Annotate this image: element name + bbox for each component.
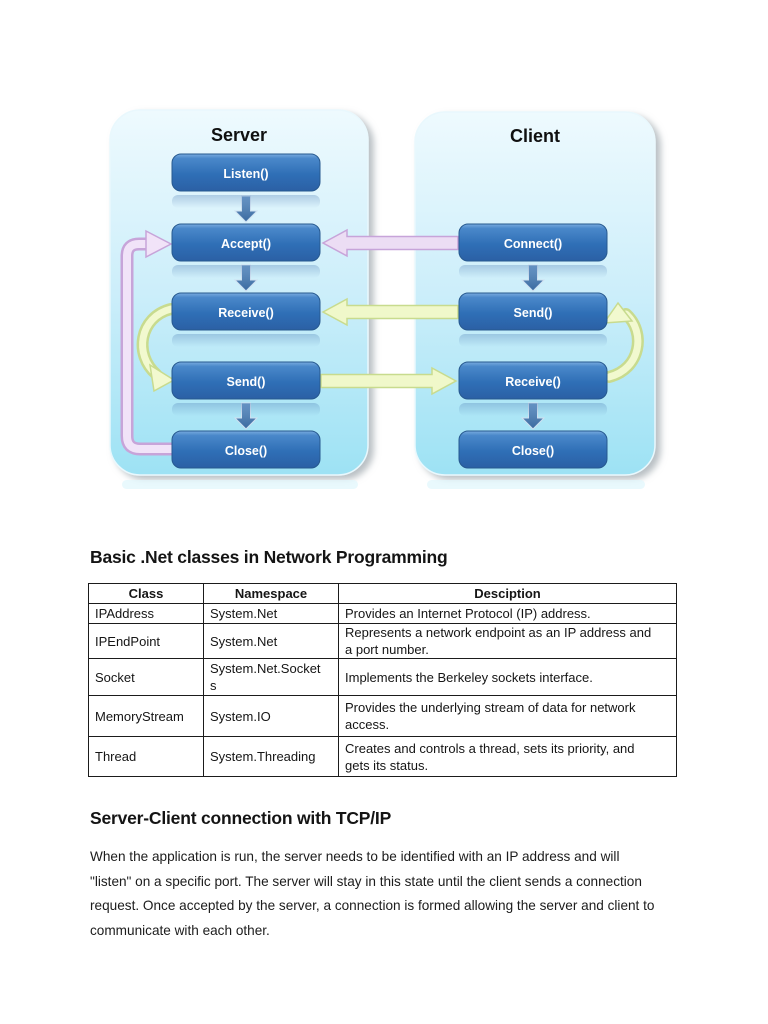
client-step-receive: Receive() bbox=[458, 361, 608, 416]
cell-description: Creates and controls a thread, sets its … bbox=[338, 736, 677, 777]
heading-server-client-tcpip: Server-Client connection with TCP/IP bbox=[90, 808, 392, 828]
column-header-namespace: Namespace bbox=[203, 583, 339, 604]
server-step-accept: Accept() bbox=[171, 223, 321, 278]
svg-text:Send(): Send() bbox=[227, 375, 266, 389]
arrow-client-receive-to-send-loop bbox=[602, 301, 644, 383]
server-panel-title: Server bbox=[211, 125, 267, 145]
client-panel-reflection bbox=[427, 480, 645, 489]
svg-text:Close(): Close() bbox=[512, 444, 554, 458]
cell-namespace: System.IO bbox=[203, 695, 339, 737]
server-step-close: Close() bbox=[171, 430, 321, 469]
table-row: Socket System.Net.Socket s Implements th… bbox=[88, 658, 677, 696]
table-row: Thread System.Threading Creates and cont… bbox=[88, 736, 677, 777]
cell-description: Provides an Internet Protocol (IP) addre… bbox=[338, 603, 677, 624]
svg-text:Connect(): Connect() bbox=[504, 237, 562, 251]
heading-basic-net-classes: Basic .Net classes in Network Programmin… bbox=[90, 547, 448, 567]
client-step-send: Send() bbox=[458, 292, 608, 347]
client-step-connect: Connect() bbox=[458, 223, 608, 278]
cell-description: Provides the underlying stream of data f… bbox=[338, 695, 677, 737]
arrow-server-send-to-client-receive bbox=[320, 366, 458, 396]
svg-text:Listen(): Listen() bbox=[223, 167, 268, 181]
svg-text:Receive(): Receive() bbox=[505, 375, 561, 389]
cell-description: Represents a network endpoint as an IP a… bbox=[338, 623, 677, 659]
client-panel-title: Client bbox=[510, 126, 560, 146]
cell-class: MemoryStream bbox=[88, 695, 204, 737]
table-header-row: Class Namespace Desciption bbox=[88, 583, 677, 604]
cell-class: IPEndPoint bbox=[88, 623, 204, 659]
server-client-diagram: Server Client bbox=[109, 109, 656, 489]
svg-text:Close(): Close() bbox=[225, 444, 267, 458]
client-step-close: Close() bbox=[458, 430, 608, 469]
arrow-server-receive-to-send-loop bbox=[136, 303, 177, 393]
table-row: IPEndPoint System.Net Represents a netwo… bbox=[88, 623, 677, 659]
table-row: MemoryStream System.IO Provides the unde… bbox=[88, 695, 677, 737]
cell-namespace: System.Net bbox=[203, 603, 339, 624]
cell-namespace: System.Threading bbox=[203, 736, 339, 777]
server-step-receive: Receive() bbox=[171, 292, 321, 347]
svg-text:Accept(): Accept() bbox=[221, 237, 271, 251]
cell-description: Implements the Berkeley sockets interfac… bbox=[338, 658, 677, 696]
cell-class: IPAddress bbox=[88, 603, 204, 624]
table-row: IPAddress System.Net Provides an Interne… bbox=[88, 603, 677, 624]
column-header-description: Desciption bbox=[338, 583, 677, 604]
cell-class: Socket bbox=[88, 658, 204, 696]
server-step-send: Send() bbox=[171, 361, 321, 416]
arrow-close-to-accept-loop bbox=[120, 229, 173, 456]
arrow-client-send-to-server-receive bbox=[321, 297, 459, 327]
svg-text:Send(): Send() bbox=[514, 306, 553, 320]
server-step-listen: Listen() bbox=[171, 153, 321, 208]
net-classes-table: Class Namespace Desciption IPAddress Sys… bbox=[88, 583, 677, 777]
cell-namespace: System.Net.Socket s bbox=[203, 658, 339, 696]
server-panel-reflection bbox=[122, 480, 358, 489]
column-header-class: Class bbox=[88, 583, 204, 604]
intro-paragraph: When the application is run, the server … bbox=[90, 849, 655, 938]
arrow-connect-to-accept bbox=[321, 228, 459, 258]
svg-text:Receive(): Receive() bbox=[218, 306, 274, 320]
cell-namespace: System.Net bbox=[203, 623, 339, 659]
cell-class: Thread bbox=[88, 736, 204, 777]
